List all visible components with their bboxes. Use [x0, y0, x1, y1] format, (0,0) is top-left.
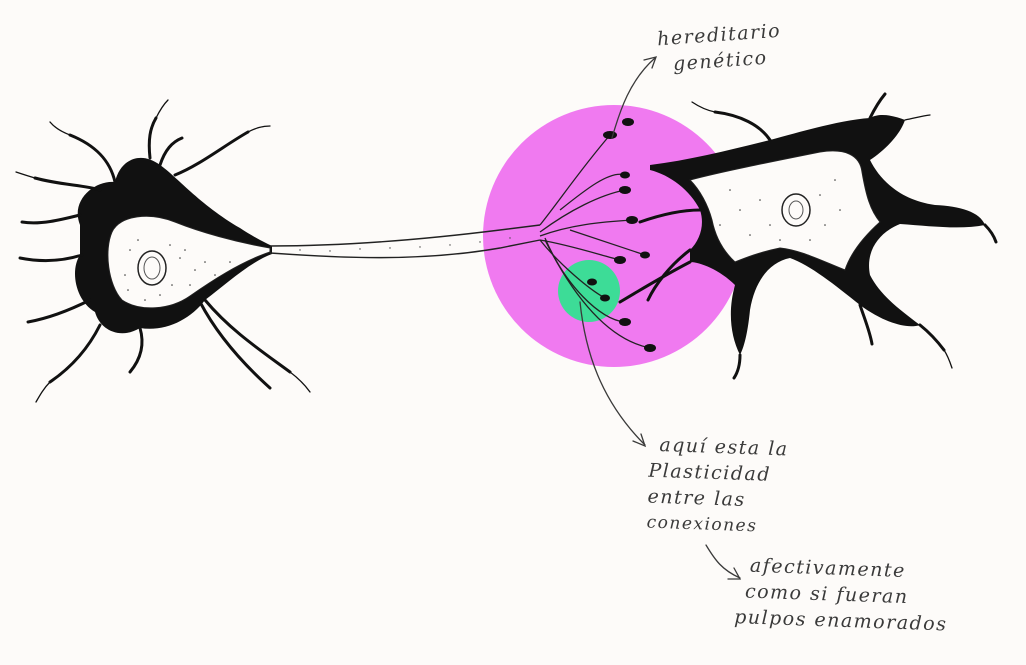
left-neuron — [16, 100, 310, 402]
arrow-to-affective — [706, 545, 740, 578]
right-neuron-nucleus — [782, 194, 810, 226]
left-neuron-nucleus — [138, 251, 166, 285]
annotation-plasticity: aquí esta la Plasticidad entre las conex… — [646, 432, 789, 541]
annotation-hereditary: hereditario genético — [656, 18, 783, 79]
annotation-affective: afectivamente como si fueran pulpos enam… — [744, 552, 950, 637]
annotation-plasticity-line-4: conexiones — [646, 510, 786, 541]
left-neuron-cytoplasm — [108, 216, 270, 308]
